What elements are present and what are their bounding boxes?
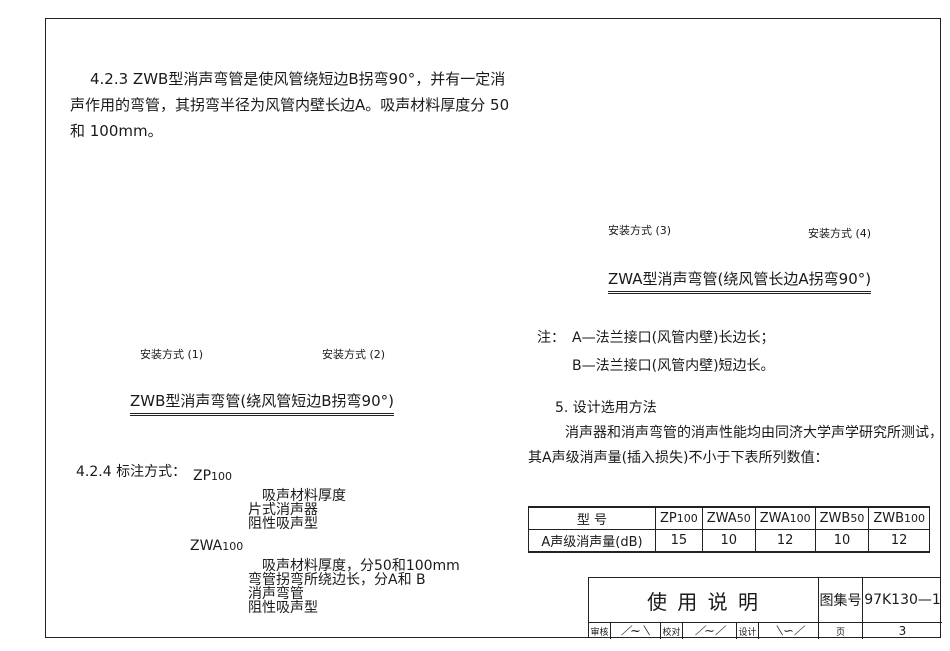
zwa-label-0: 吸声材料厚度，分50和100mm	[262, 558, 460, 574]
caption-mode1: 安装方式 (1)	[140, 348, 204, 361]
zp-label-2: 阻性吸声型	[248, 516, 318, 532]
zwb-mode1-dim-a2: A	[268, 290, 276, 303]
page-label: 页	[819, 623, 863, 639]
zwa-mode4-dim-b2: B	[858, 190, 866, 203]
zwb-mode1-dim-a: A	[75, 322, 83, 335]
notes-prefix: 注：	[537, 330, 565, 346]
table-model-4: ZWB100	[868, 506, 931, 530]
zwb-mode2-dim-a: A	[290, 204, 298, 217]
table-value-3: 10	[814, 529, 870, 553]
zwa-mode4-dim-b: B	[735, 96, 743, 109]
zwa-mode4-dim-a: A	[745, 74, 753, 87]
zwa-label-3: 阻性吸声型	[248, 600, 318, 616]
design-label: 设计	[737, 623, 759, 639]
review-signature: ⟋~⟍	[611, 623, 661, 639]
table-model-3: ZWB50	[814, 506, 870, 530]
zwb-mode2-dim-b2: B	[452, 324, 460, 337]
zwb-mode2-body	[302, 159, 466, 331]
caption-mode4: 安装方式 (4)	[808, 227, 872, 240]
design-signature: ⟍∽⟋	[759, 623, 819, 639]
note-b: B—法兰接口(风管内壁)短边长。	[572, 358, 775, 374]
section-5-line2: 其A声级消声量(插入损失)不小于下表所列数值：	[528, 450, 829, 466]
table-model-2: ZWA100	[754, 506, 816, 530]
table-row-label: A声级消声量(dB)	[528, 529, 656, 553]
table-model-0: ZP100	[655, 506, 703, 530]
table-header-row: 型 号 ZP100 ZWA50 ZWA100 ZWB50 ZWB100	[528, 506, 931, 530]
section-4-2-4-heading: 4.2.4 标注方式：	[76, 464, 187, 480]
zwb-mode1-dim-b2: B	[283, 264, 291, 277]
table-header-label: 型 号	[528, 506, 656, 530]
zwa-mode4-body	[744, 71, 906, 197]
atlas-number: 97K130—1	[864, 592, 941, 608]
zwa-label-2: 消声弯管	[248, 586, 304, 602]
caption-mode2: 安装方式 (2)	[322, 348, 386, 361]
zwa-code: ZWA100	[190, 538, 244, 554]
check-label: 校对	[661, 623, 683, 639]
table-value-4: 12	[868, 529, 931, 553]
table-value-0: 15	[655, 529, 703, 553]
note-a: A—法兰接口(风管内壁)长边长；	[572, 330, 775, 346]
page-number: 3	[898, 624, 907, 638]
zwa-mode3-dim-a: A	[534, 150, 542, 163]
zp-label-1: 片式消声器	[248, 502, 318, 518]
title-block: 使 用 说 明 图集号 97K130—1 审核 ⟋~⟍ 校对 ⟋∼⟋ 设计 ⟍∽…	[588, 577, 942, 639]
title-block-signature-row: 审核 ⟋~⟍ 校对 ⟋∼⟋ 设计 ⟍∽⟋ 页 3	[589, 622, 942, 639]
zwb-mode1-body	[70, 227, 297, 343]
zwb-figure-title: ZWB型消声弯管(绕风管短边B拐弯90°)	[130, 390, 394, 416]
zwa-mode3-body	[544, 104, 718, 201]
performance-table: 型 号 ZP100 ZWA50 ZWA100 ZWB50 ZWB100 A声级消…	[528, 506, 931, 553]
zp-label-0: 吸声材料厚度	[262, 488, 346, 504]
drawing-frame	[45, 18, 941, 638]
atlas-label: 图集号	[819, 578, 863, 622]
caption-mode3: 安装方式 (3)	[608, 224, 672, 237]
zwa-mode3-dim-b: B	[550, 190, 558, 203]
review-label: 审核	[589, 623, 611, 639]
title-block-title: 使 用 说 明	[589, 578, 819, 622]
zwb-mode2-dim-b: B	[310, 170, 318, 183]
table-value-2: 12	[754, 529, 816, 553]
table-model-1: ZWA50	[701, 506, 756, 530]
zwb-mode2-dim-a2: A	[420, 328, 428, 341]
section-5-line1: 消声器和消声弯管的消声性能均由同济大学声学研究所测试，	[565, 425, 943, 441]
zwa-mode4-dim-a2: A	[900, 176, 908, 189]
zwa-label-1: 弯管拐弯所绕边长，分A和 B	[248, 572, 426, 588]
section-4-2-3-line1: 4.2.3 ZWB型消声弯管是使风管绕短边B拐弯90°，并有一定消	[90, 70, 506, 88]
zwb-mode1-dim-b: B	[56, 290, 64, 303]
section-4-2-3-line2: 声作用的弯管，其拐弯半径为风管内壁长边A。吸声材料厚度分 50	[70, 96, 510, 114]
check-signature: ⟋∼⟋	[683, 623, 737, 639]
zp-code: ZP100	[193, 468, 233, 484]
section-4-2-3-line3: 和 100mm。	[70, 122, 163, 140]
table-value-1: 10	[701, 529, 756, 553]
table-row: A声级消声量(dB) 15 10 12 10 12	[528, 529, 931, 553]
zwa-figure-title: ZWA型消声弯管(绕风管长边A拐弯90°)	[608, 268, 872, 294]
zwa-mode3-dim-a2: A	[718, 152, 726, 165]
section-5-heading: 5. 设计选用方法	[555, 400, 657, 416]
